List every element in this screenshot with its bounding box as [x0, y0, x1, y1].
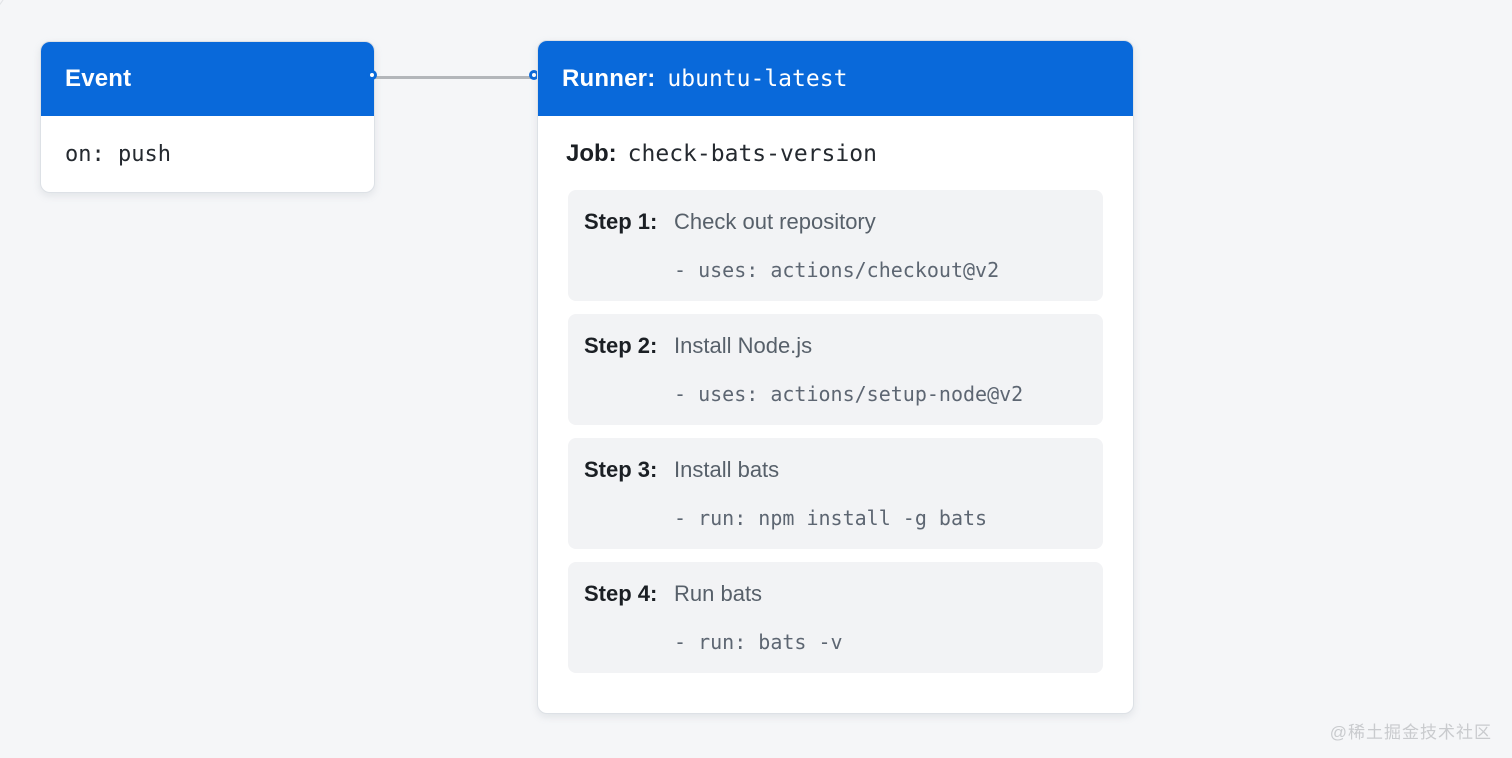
event-card: Event on: push — [40, 41, 375, 193]
step-3-line: Step 3: Install bats — [584, 457, 1087, 483]
steps-list: Step 1: Check out repository - uses: act… — [538, 184, 1133, 673]
step-2-description: Install Node.js — [674, 333, 813, 358]
step-3-label: Step 3: — [584, 457, 658, 482]
step-1-label: Step 1: — [584, 209, 658, 234]
step-4-code: - run: bats -v — [674, 630, 843, 654]
step-row-3: Step 3: Install bats - run: npm install … — [568, 438, 1103, 549]
step-2-code: - uses: actions/setup-node@v2 — [674, 382, 1024, 406]
step-2-line: Step 2: Install Node.js — [584, 333, 1087, 359]
job-value: check-bats-version — [627, 141, 877, 167]
connector-line — [375, 76, 537, 79]
step-2-label: Step 2: — [584, 333, 658, 358]
runner-title-label: Runner: — [562, 64, 656, 92]
step-row-2: Step 2: Install Node.js - uses: actions/… — [568, 314, 1103, 425]
step-row-1: Step 1: Check out repository - uses: act… — [568, 190, 1103, 301]
runner-card-header: Runner: ubuntu-latest — [538, 41, 1133, 116]
corner-artifact — [0, 0, 12, 12]
event-title: Event — [65, 65, 132, 92]
runner-card: Runner: ubuntu-latest Job: check-bats-ve… — [537, 40, 1134, 714]
connector-dot-left — [367, 70, 377, 80]
event-trigger-code: on: push — [65, 142, 171, 167]
watermark: @稀土掘金技术社区 — [1329, 723, 1492, 742]
step-4-line: Step 4: Run bats — [584, 581, 1087, 607]
job-label: Job: — [566, 140, 617, 167]
step-4-description: Run bats — [674, 581, 763, 606]
step-row-4: Step 4: Run bats - run: bats -v — [568, 562, 1103, 673]
step-3-description: Install bats — [674, 457, 780, 482]
runner-title-value: ubuntu-latest — [667, 65, 848, 92]
step-1-code: - uses: actions/checkout@v2 — [674, 258, 1000, 282]
step-1-line: Step 1: Check out repository — [584, 209, 1087, 235]
step-4-label: Step 4: — [584, 581, 658, 606]
step-3-code: - run: npm install -g bats — [674, 506, 988, 530]
step-1-description: Check out repository — [674, 209, 876, 234]
event-card-header: Event — [41, 42, 374, 116]
job-line: Job: check-bats-version — [538, 116, 1133, 184]
